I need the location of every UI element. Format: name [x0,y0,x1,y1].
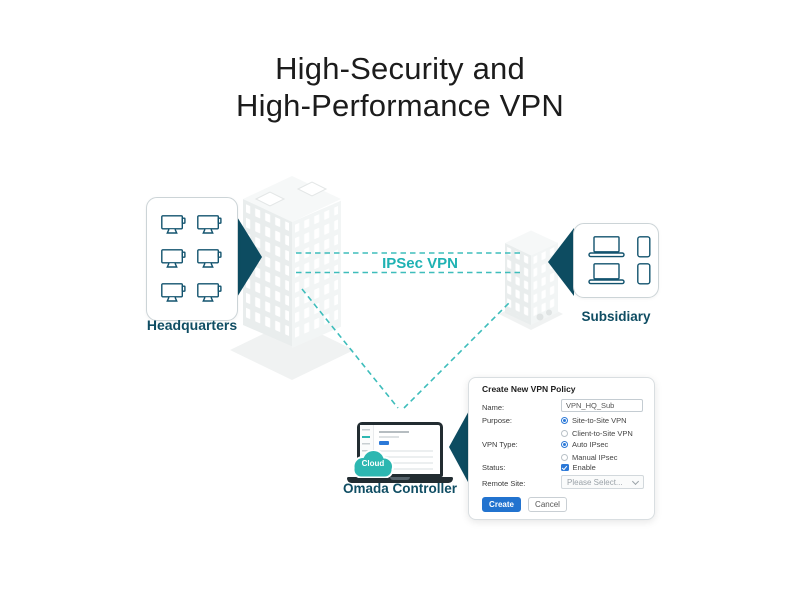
remote-site-label: Remote Site: [482,479,526,488]
ipsec-vpn-label: IPSec VPN [382,255,458,272]
purpose-option-site-to-site[interactable]: Site-to-Site VPN [561,416,627,425]
radio-unselected-icon[interactable] [561,454,568,461]
headquarters-building-illustration [230,176,354,380]
controller-laptop-base [347,477,453,483]
smartphone-icon [637,235,651,258]
desktop-monitor-icon [197,283,222,302]
remote-site-select[interactable]: Please Select... [561,475,644,489]
controller-dashboard-mock [379,431,409,433]
status-label: Status: [482,463,506,472]
radio-unselected-icon[interactable] [561,430,568,437]
vpn-tunnel-lines [296,252,521,409]
chevron-down-icon [631,477,640,485]
status-enable-option[interactable]: Enable [561,463,596,472]
desktop-monitor-icon [197,215,222,234]
headquarters-callout-arrow [236,216,262,298]
purpose-option-client-to-site[interactable]: Client-to-Site VPN [561,429,633,438]
create-button[interactable]: Create [482,497,521,512]
laptop-icon [588,235,625,258]
desktop-monitor-icon [161,215,186,234]
vpn-type-option-manual-ipsec[interactable]: Manual IPsec [561,453,617,462]
desktop-monitor-icon [161,249,186,268]
vpn-name-input[interactable] [561,399,643,412]
vpn-type-option-auto-ipsec[interactable]: Auto IPsec [561,440,608,449]
radio-selected-icon[interactable] [561,441,568,448]
smartphone-icon [637,263,651,285]
name-label: Name: [482,403,505,412]
create-vpn-policy-dialog: Create New VPN Policy Name: Purpose: Sit… [468,377,655,520]
purpose-label: Purpose: [482,416,513,425]
cancel-button[interactable]: Cancel [528,497,567,512]
subsidiary-device-box [573,223,659,298]
subsidiary-building-illustration [499,230,563,330]
remote-site-value: Please Select... [567,477,623,487]
vpn-type-label: VPN Type: [482,440,518,449]
omada-controller-label: Omada Controller [342,481,458,496]
headquarters-device-box [146,197,238,321]
subsidiary-callout-arrow [548,228,574,296]
desktop-monitor-icon [197,249,222,268]
page-title-line1: High-Security and [275,51,525,86]
dialog-title: Create New VPN Policy [482,384,576,394]
cloud-badge-label: Cloud [361,459,385,468]
radio-selected-icon[interactable] [561,417,568,424]
checkbox-checked-icon[interactable] [561,463,569,472]
cloud-icon [352,450,394,478]
subsidiary-label: Subsidiary [581,309,651,324]
page-title-line2: High-Performance VPN [236,88,564,123]
desktop-monitor-icon [161,283,186,302]
laptop-icon [588,263,625,285]
headquarters-label: Headquarters [146,317,238,333]
page-title: High-Security and High-Performance VPN [0,50,800,124]
